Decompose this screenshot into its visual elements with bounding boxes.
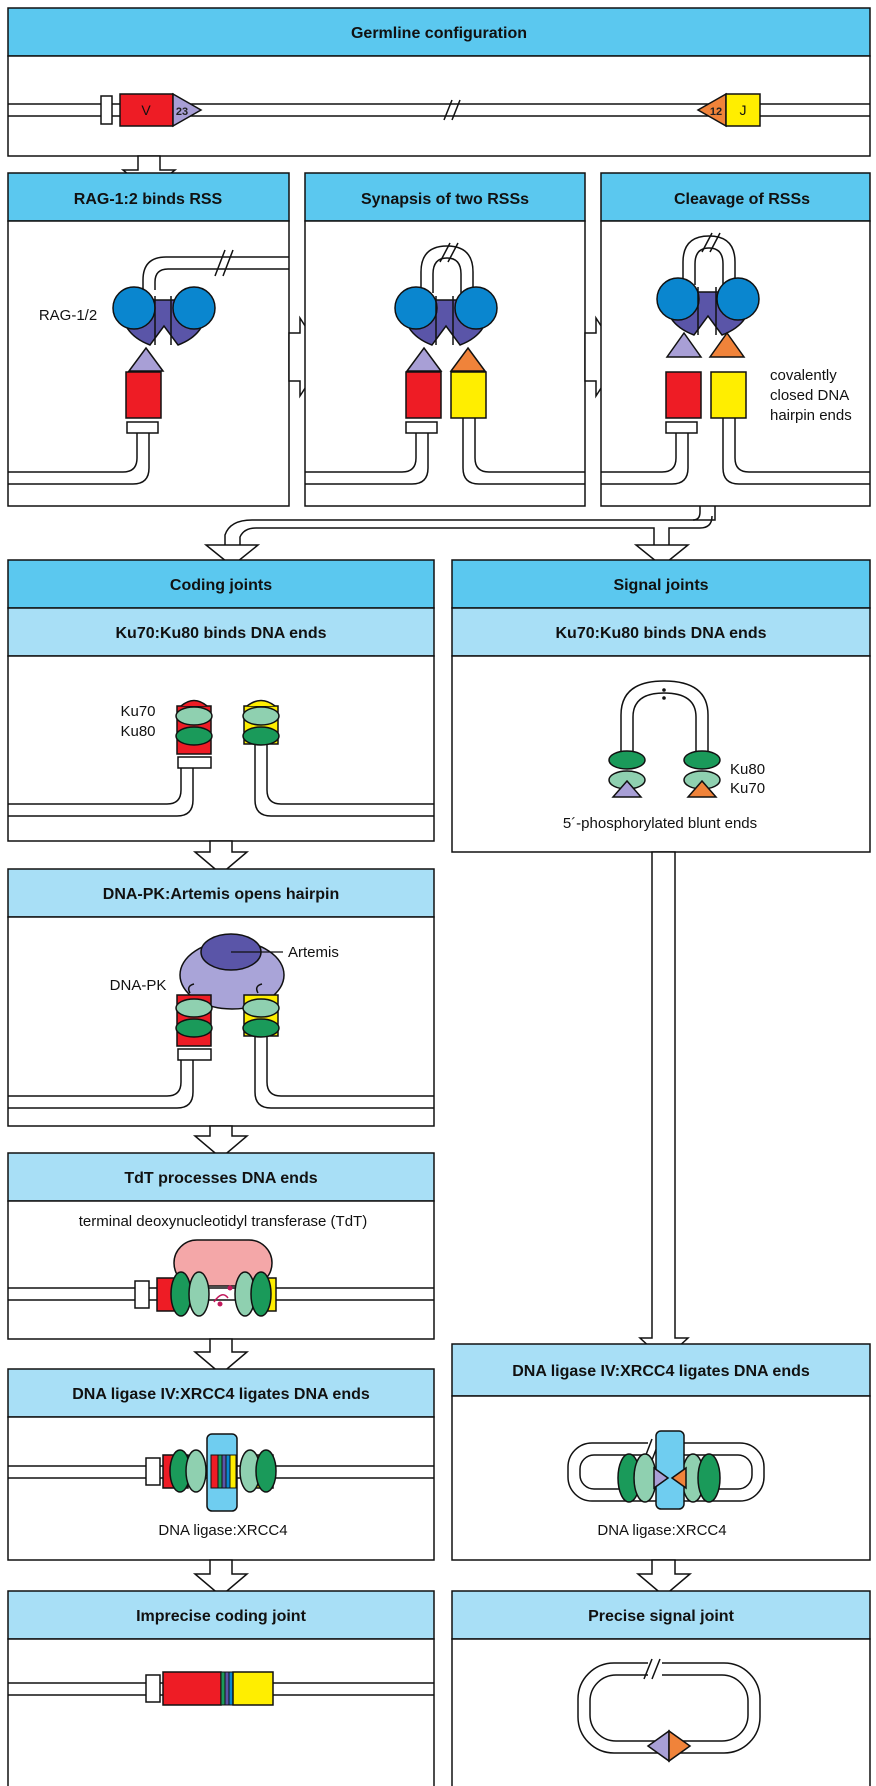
signal-ligase-caption: DNA ligase:XRCC4 (597, 1522, 726, 1539)
panel-cleavage: Cleavage of RSSs covalently closed DNA h… (600, 172, 871, 507)
j-segment (725, 93, 761, 127)
signal-ku-caption: 5´-phosphorylated blunt ends (563, 815, 757, 832)
tdt-title: TdT processes DNA ends (124, 1170, 317, 1187)
coding-result-title: Imprecise coding joint (136, 1608, 306, 1625)
v-segment (119, 93, 174, 127)
panel-signal-result: Precise signal joint (451, 1590, 871, 1786)
leader-segment (100, 95, 113, 125)
cleavage-note-line2: closed DNA (770, 387, 849, 404)
v-label: V (141, 102, 151, 118)
coding-ligase-caption: DNA ligase:XRCC4 (158, 1522, 287, 1539)
panel-synapsis: Synapsis of two RSSs (304, 172, 586, 507)
signal-ligase-protein (655, 1430, 685, 1510)
cleavage-note-line3: hairpin ends (770, 407, 852, 424)
signal-ku80-label: Ku80 (730, 761, 765, 778)
arrow-down (192, 1559, 250, 1597)
panel-coding-ku: Coding joints Ku70:Ku80 binds DNA ends K… (7, 559, 435, 842)
rss23-label: 23 (176, 106, 188, 118)
arrow-down-long (638, 851, 690, 1362)
rss12-label: 12 (710, 106, 722, 118)
coding-ku-title: Ku70:Ku80 binds DNA ends (116, 625, 327, 642)
signal-ligate-title: DNA ligase IV:XRCC4 ligates DNA ends (512, 1363, 810, 1380)
panel-coding-artemis: DNA-PK:Artemis opens hairpin Artemis DNA… (7, 868, 435, 1127)
panel-coding-result: Imprecise coding joint (7, 1590, 435, 1786)
rss23-triangle (172, 92, 203, 128)
signal-result-title: Precise signal joint (588, 1608, 735, 1625)
rag-title: RAG-1:2 binds RSS (74, 191, 223, 208)
rag-protein-label: RAG-1/2 (39, 307, 97, 324)
germline-title: Germline configuration (351, 25, 527, 42)
arrow-down (633, 544, 691, 567)
arrow-down (635, 1559, 693, 1597)
coding-ligate-title: DNA ligase IV:XRCC4 ligates DNA ends (72, 1386, 370, 1403)
j-label: J (740, 102, 747, 118)
cleavage-note-line1: covalently (770, 367, 837, 384)
coding-title: Coding joints (170, 577, 272, 594)
signal-ku70-label: Ku70 (730, 780, 765, 797)
tdt-caption: terminal deoxynucleotidyl transferase (T… (79, 1213, 367, 1230)
panel-signal-ku: Signal joints Ku70:Ku80 binds DNA ends K… (451, 559, 871, 853)
cleavage-title: Cleavage of RSSs (674, 191, 810, 208)
panel-signal-ligate: DNA ligase IV:XRCC4 ligates DNA ends DNA… (451, 1343, 871, 1561)
ku80-label: Ku80 (120, 723, 155, 740)
coding-joint (162, 1671, 222, 1706)
signal-joint-rss12 (668, 1729, 692, 1763)
ku70-label: Ku70 (120, 703, 155, 720)
artemis-title: DNA-PK:Artemis opens hairpin (103, 886, 339, 903)
panel-coding-tdt: TdT processes DNA ends terminal deoxynuc… (7, 1152, 435, 1340)
artemis-label: Artemis (288, 944, 339, 961)
dnapk-label: DNA-PK (110, 977, 167, 994)
panel-rag-binding: RAG-1:2 binds RSS RAG-1/2 (7, 172, 290, 507)
signal-ku-title: Ku70:Ku80 binds DNA ends (556, 625, 767, 642)
arrow-down (203, 544, 261, 567)
arrow-down (192, 1338, 250, 1375)
panel-coding-ligate: DNA ligase IV:XRCC4 ligates DNA ends DNA… (7, 1368, 435, 1561)
panel-germline: Germline configuration V 23 12 J (7, 7, 871, 157)
arrow-down (192, 1125, 250, 1159)
rag-subunit (112, 286, 156, 330)
break-mark (443, 99, 453, 121)
arrow-down (192, 840, 250, 875)
synapsis-title: Synapsis of two RSSs (361, 191, 529, 208)
signal-title: Signal joints (613, 577, 708, 594)
